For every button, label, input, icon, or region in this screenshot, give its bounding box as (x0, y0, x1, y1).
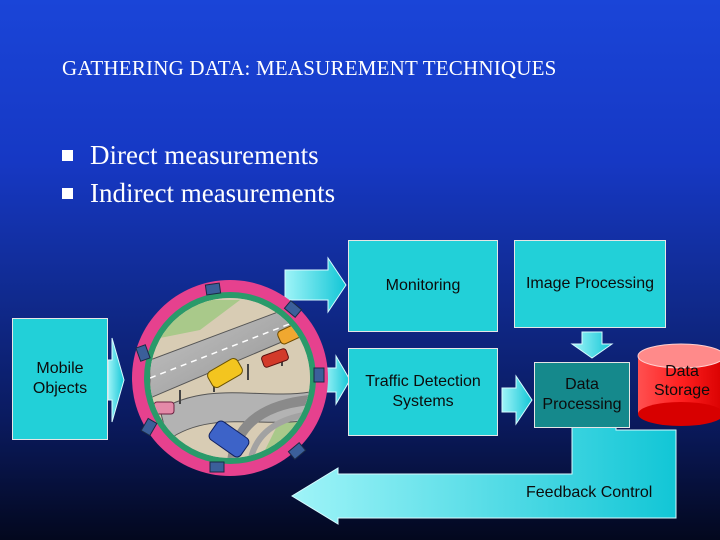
data-storage-label: Data Storage (640, 362, 720, 400)
arrow-mobile-to-scene (108, 338, 124, 422)
mobile-objects-box: Mobile Objects (12, 318, 108, 440)
monitoring-box: Monitoring (348, 240, 498, 332)
arrow-traffic-to-data (502, 376, 532, 424)
traffic-detection-box: Traffic Detection Systems (348, 348, 498, 436)
feedback-control-label: Feedback Control (526, 484, 652, 502)
traffic-scene-illustration (132, 280, 328, 476)
image-processing-box: Image Processing (514, 240, 666, 328)
data-processing-box: Data Processing (534, 362, 630, 428)
arrow-image-to-data (572, 332, 612, 358)
